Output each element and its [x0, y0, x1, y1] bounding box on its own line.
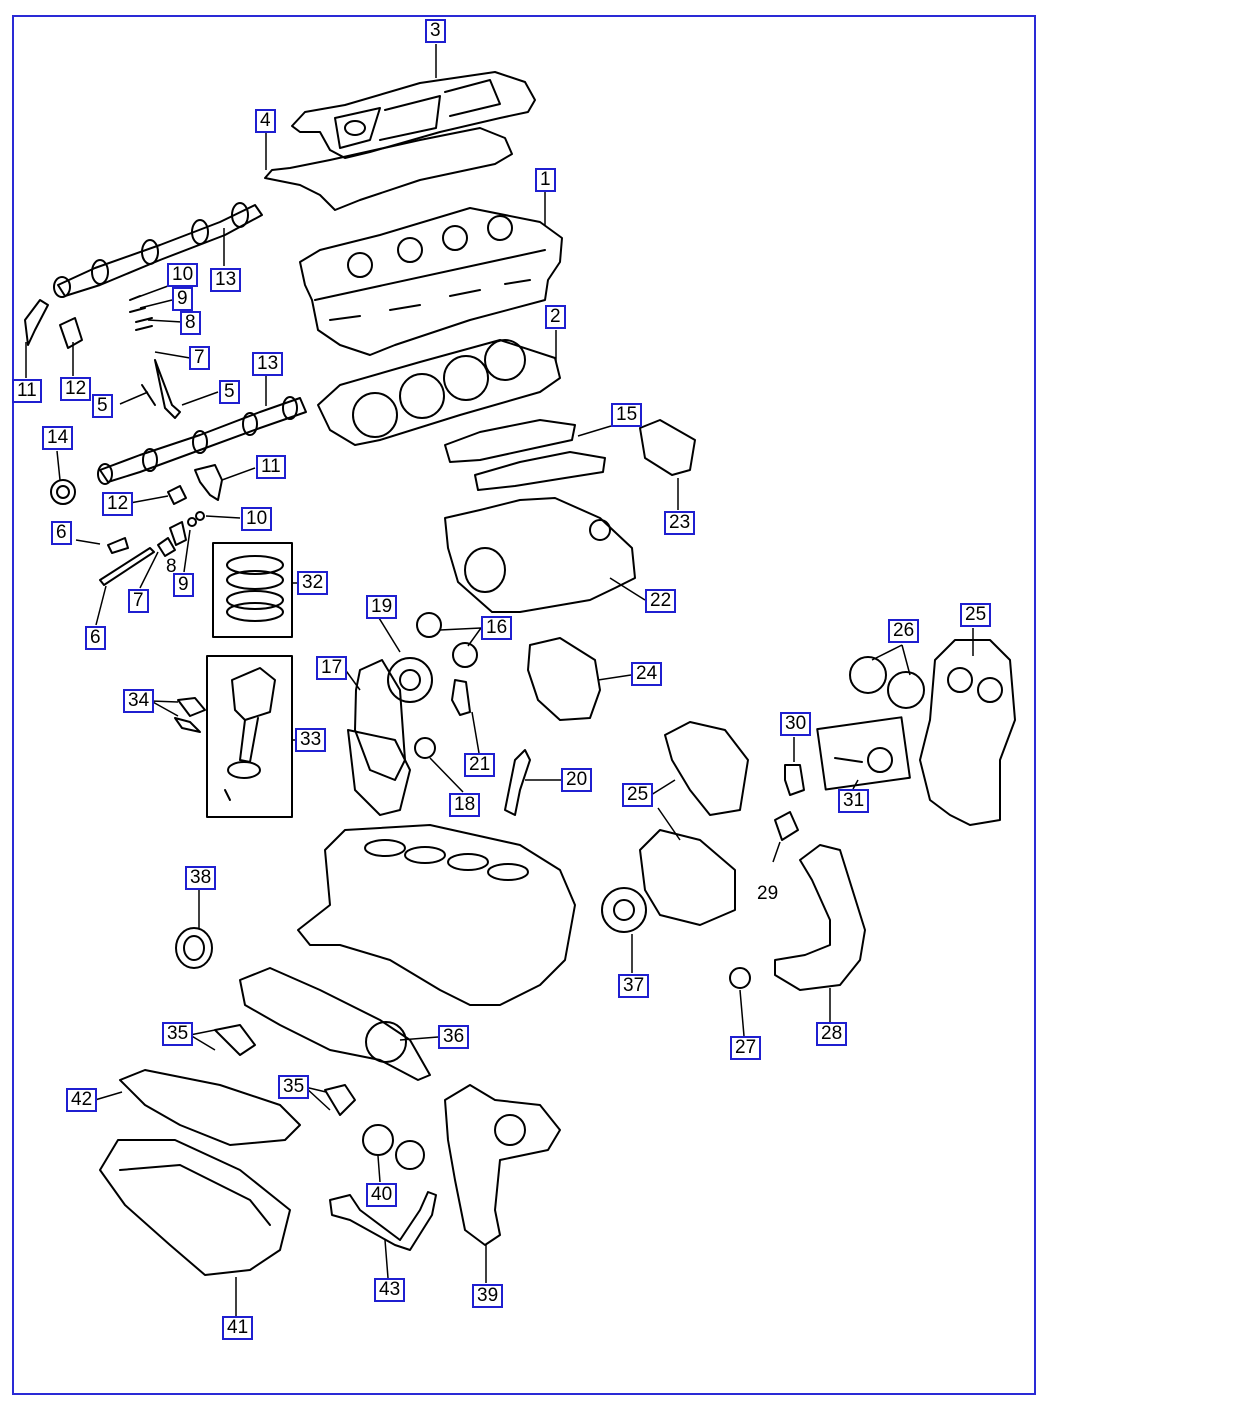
callout-5[interactable]: 5 — [219, 380, 240, 404]
callout-37[interactable]: 37 — [618, 974, 650, 998]
callout-7[interactable]: 7 — [128, 589, 149, 613]
callout-32[interactable]: 32 — [297, 571, 329, 595]
callout-12[interactable]: 12 — [102, 492, 134, 516]
callout-9[interactable]: 9 — [172, 287, 193, 311]
callout-33[interactable]: 33 — [295, 728, 327, 752]
head-gasket-part — [317, 339, 561, 446]
callout-25[interactable]: 25 — [960, 603, 992, 627]
piston-rod-box — [206, 655, 293, 818]
callout-6[interactable]: 6 — [85, 626, 106, 650]
callout-15[interactable]: 15 — [611, 403, 643, 427]
callout-24[interactable]: 24 — [631, 662, 663, 686]
callout-28[interactable]: 28 — [816, 1022, 848, 1046]
callout-23[interactable]: 23 — [664, 511, 696, 535]
valve-cover-part — [291, 71, 536, 159]
oil-pan-part — [99, 1139, 291, 1276]
callout-10[interactable]: 10 — [241, 507, 273, 531]
callout-42[interactable]: 42 — [66, 1088, 98, 1112]
seal-part — [50, 479, 76, 505]
callout-9[interactable]: 9 — [173, 573, 194, 597]
callout-18[interactable]: 18 — [449, 793, 481, 817]
callout-2[interactable]: 2 — [545, 305, 566, 329]
callout-14[interactable]: 14 — [42, 426, 74, 450]
callout-27[interactable]: 27 — [730, 1036, 762, 1060]
callout-40[interactable]: 40 — [366, 1183, 398, 1207]
callout-11[interactable]: 11 — [256, 455, 286, 479]
callout-5[interactable]: 5 — [92, 394, 113, 418]
callout-43[interactable]: 43 — [374, 1278, 406, 1302]
callout-11[interactable]: 11 — [12, 379, 42, 403]
callout-31[interactable]: 31 — [838, 789, 870, 813]
label-29: 29 — [757, 883, 779, 904]
callout-1[interactable]: 1 — [535, 168, 556, 192]
callout-21[interactable]: 21 — [464, 753, 496, 777]
callout-20[interactable]: 20 — [561, 768, 593, 792]
label-8: 8 — [166, 556, 177, 577]
callout-13[interactable]: 13 — [210, 268, 242, 292]
leader-lines — [25, 44, 974, 1316]
callout-25[interactable]: 25 — [622, 783, 654, 807]
callout-13[interactable]: 13 — [252, 352, 284, 376]
callout-6[interactable]: 6 — [51, 521, 72, 545]
piston-rings-box — [212, 542, 293, 638]
oil-pump-part — [444, 1084, 561, 1246]
tensioner-box — [816, 716, 911, 791]
camshaft-upper-part — [53, 202, 263, 298]
timing-chain-part — [354, 659, 406, 781]
callout-38[interactable]: 38 — [185, 866, 217, 890]
callout-7[interactable]: 7 — [189, 346, 210, 370]
callout-12[interactable]: 12 — [60, 377, 92, 401]
callout-30[interactable]: 30 — [780, 712, 812, 736]
cylinder-block-part — [297, 824, 576, 1006]
cylinder-head-part — [299, 207, 563, 356]
callout-19[interactable]: 19 — [366, 595, 398, 619]
timing-cover-part — [919, 639, 1016, 826]
callout-41[interactable]: 41 — [222, 1316, 254, 1340]
damper-part — [601, 887, 647, 933]
callout-3[interactable]: 3 — [425, 19, 446, 43]
pickup-tube-part — [329, 1191, 437, 1251]
callout-35[interactable]: 35 — [278, 1075, 310, 1099]
sprocket-part — [416, 612, 442, 638]
callout-8[interactable]: 8 — [180, 311, 201, 335]
callout-36[interactable]: 36 — [438, 1025, 470, 1049]
callout-22[interactable]: 22 — [645, 589, 677, 613]
callout-35[interactable]: 35 — [162, 1022, 194, 1046]
oil-pan-gasket-part — [119, 1069, 301, 1146]
callout-17[interactable]: 17 — [316, 656, 348, 680]
crankshaft-part — [239, 967, 431, 1081]
callout-39[interactable]: 39 — [472, 1284, 504, 1308]
timing-belt-part — [774, 844, 866, 991]
callout-16[interactable]: 16 — [481, 616, 513, 640]
camshaft-lower-part — [97, 396, 307, 485]
diagram-frame — [12, 15, 1036, 1395]
valve-cover-gasket-part — [264, 127, 513, 211]
callout-34[interactable]: 34 — [123, 689, 155, 713]
callout-4[interactable]: 4 — [255, 109, 276, 133]
callout-10[interactable]: 10 — [167, 263, 199, 287]
callout-26[interactable]: 26 — [888, 619, 920, 643]
